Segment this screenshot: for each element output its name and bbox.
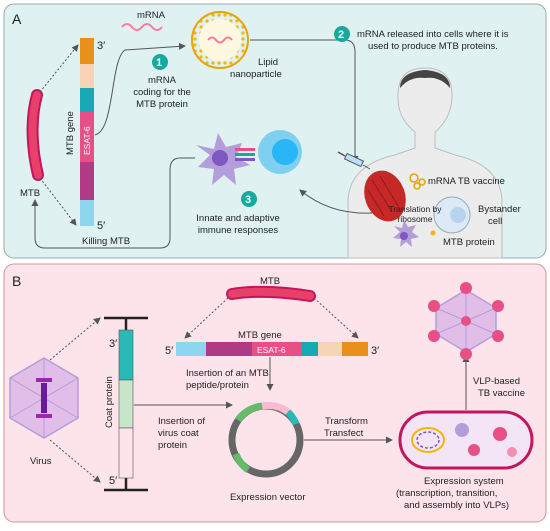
bystander-label-line1: Bystander xyxy=(478,204,521,215)
vlp-particle-icon xyxy=(428,282,504,360)
mtb-label-a: MTB xyxy=(20,188,40,199)
step-3-line1: Innate and adaptive xyxy=(196,213,279,224)
t-cell-icon xyxy=(258,130,302,174)
dotted-arrow-top-b xyxy=(49,317,101,361)
lipid-label-line2: nanoparticle xyxy=(230,69,282,80)
dotted-arrow-bottom-b xyxy=(49,439,101,483)
insertion-coat-line2: virus coat xyxy=(158,428,199,439)
insertion-coat-line1: Insertion of xyxy=(158,416,205,427)
step-3-number: 3 xyxy=(245,194,251,206)
mtb-gene-label-vertical: MTB gene xyxy=(65,111,76,155)
three-prime-b-coat: 3′ xyxy=(109,338,117,350)
virus-icon xyxy=(9,357,79,439)
transfect-label: Transfect xyxy=(324,428,364,439)
insertion-coat-line3: protein xyxy=(158,440,187,451)
lipid-label-line1: Lipid xyxy=(258,57,278,68)
insertion-mtb-line1: Insertion of an MTB xyxy=(186,368,269,379)
expression-system-line3: and assembly into VLPs) xyxy=(404,500,509,511)
dendritic-cell-small xyxy=(393,220,419,247)
vlp-vaccine-line2: TB vaccine xyxy=(478,388,525,399)
coat-protein-gene xyxy=(104,316,148,492)
syringe-icon xyxy=(337,151,371,170)
bystander-label-line2: cell xyxy=(488,216,502,227)
mtb-bacterium-b xyxy=(226,285,316,302)
dotted-arrow-bottom-a xyxy=(39,177,77,226)
step-1-number: 1 xyxy=(156,57,162,69)
expression-system-line1: Expression system xyxy=(424,476,504,487)
step-3-badge xyxy=(241,191,257,207)
mtb-gene-vertical xyxy=(80,38,94,226)
step-1-badge xyxy=(152,54,168,70)
vlp-vaccine-line1: VLP-based xyxy=(473,376,520,387)
esat6-label-vertical: ESAT-6 xyxy=(82,126,92,155)
mtb-protein-dot xyxy=(430,230,436,236)
esat6-label-horizontal: ESAT-6 xyxy=(257,345,286,355)
mrna-icon xyxy=(121,23,163,31)
translation-label-line2: ribosome xyxy=(398,214,433,224)
step-2-line1: mRNA released into cells where it is xyxy=(357,29,509,40)
arrow-body-to-immune xyxy=(299,189,373,214)
mrna-label: mRNA xyxy=(137,10,166,21)
step-2-badge xyxy=(334,26,350,42)
three-prime-a: 3′ xyxy=(97,40,105,52)
transform-label: Transform xyxy=(325,416,368,427)
expression-vector-label: Expression vector xyxy=(230,492,306,503)
receptor-complex xyxy=(235,148,255,161)
mtb-gene-horizontal xyxy=(176,342,368,356)
virus-label: Virus xyxy=(30,456,52,467)
lipid-nanoparticle-icon xyxy=(191,11,249,69)
expression-vector-icon xyxy=(228,402,304,478)
deltoid-muscle-icon xyxy=(364,170,406,222)
mtb-protein-label: MTB protein xyxy=(443,237,495,248)
step-2-number: 2 xyxy=(338,29,344,41)
five-prime-a: 5′ xyxy=(97,220,105,232)
dendritic-cell-icon xyxy=(196,133,250,185)
step-3-line2: immune responses xyxy=(198,225,279,236)
step-1-line3: MTB protein xyxy=(136,99,188,110)
mrna-vaccine-particles xyxy=(409,173,426,190)
panel-a-label: A xyxy=(12,11,22,27)
dotted-arrow-right-b xyxy=(313,297,359,339)
mtb-label-b: MTB xyxy=(260,276,280,287)
coat-protein-label: Coat protein xyxy=(104,376,115,428)
step-1-line2: coding for the xyxy=(133,87,191,98)
expression-system-line2: (transcription, transition, xyxy=(396,488,497,499)
mtb-bacterium-a xyxy=(26,89,44,181)
step-2-line2: used to produce MTB proteins. xyxy=(368,41,498,52)
expression-system-cell-icon xyxy=(398,410,534,470)
panel-b-label: B xyxy=(12,273,21,289)
dotted-arrow-left-b xyxy=(184,297,229,339)
arrow-killing-mtb xyxy=(31,157,195,249)
mrna-tb-vaccine-label: mRNA TB vaccine xyxy=(428,176,505,187)
bystander-cell-icon xyxy=(433,196,471,234)
mtb-gene-label-b: MTB gene xyxy=(238,330,282,341)
insertion-mtb-line2: peptide/protein xyxy=(186,380,249,391)
translation-label-line1: Translation by xyxy=(388,204,442,214)
step-1-line1: mRNA xyxy=(148,75,177,86)
five-prime-b-gene: 5′ xyxy=(165,345,173,357)
killing-mtb-label: Killing MTB xyxy=(82,236,130,247)
three-prime-b-gene: 3′ xyxy=(371,345,379,357)
arrow-gene-to-nanoparticle xyxy=(94,42,186,136)
five-prime-b-coat: 5′ xyxy=(109,475,117,487)
